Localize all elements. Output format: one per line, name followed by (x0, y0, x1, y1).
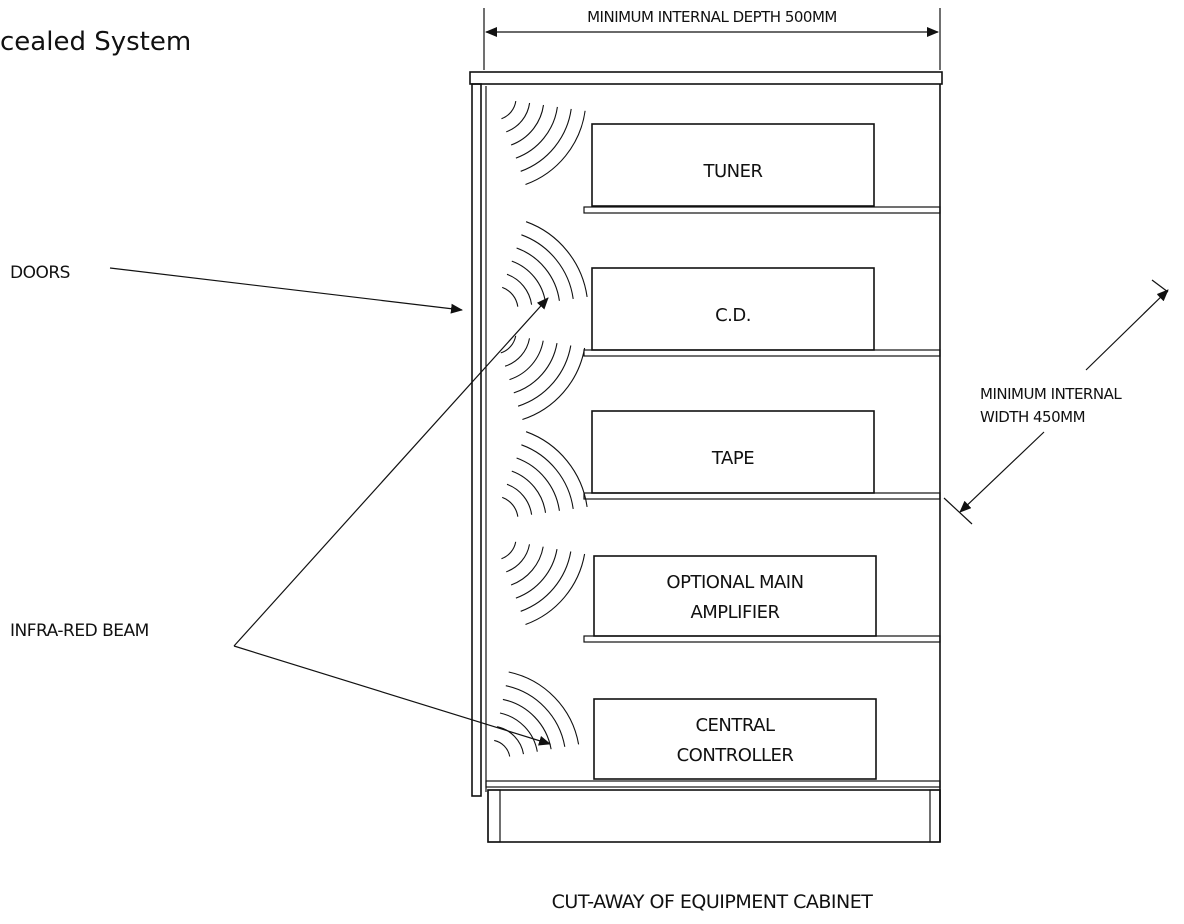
beam-arc (506, 483, 533, 515)
beam-arc (520, 108, 572, 172)
width-dimension: MINIMUM INTERNAL WIDTH 450MM (943, 279, 1169, 525)
beam-arc (516, 247, 560, 301)
width-label-line2: WIDTH 450MM (980, 408, 1085, 426)
beam-arc (506, 102, 531, 133)
beam-pointer-upper (233, 297, 549, 647)
cabinet-door-panel (471, 83, 482, 797)
diagram-caption: CUT-AWAY OF EQUIPMENT CABINET (552, 891, 874, 913)
beam-arc (505, 685, 566, 747)
beam-arc (525, 431, 588, 507)
beam-arc (501, 101, 517, 120)
beam-arc (506, 544, 531, 573)
beam-amplifier-up (501, 431, 588, 517)
beam-arc (496, 726, 525, 755)
depth-label: MINIMUM INTERNAL DEPTH 500MM (587, 8, 837, 26)
cabinet-plinth (487, 789, 941, 843)
cabinet-top-panel (469, 71, 943, 85)
beam-arc (525, 110, 586, 186)
shelf-1 (583, 206, 941, 214)
beam-controller (494, 671, 580, 757)
plinth-left-post (487, 789, 501, 843)
width-label-line1: MINIMUM INTERNAL (980, 385, 1122, 403)
beam-arc (510, 104, 545, 146)
depth-dimension: MINIMUM INTERNAL DEPTH 500MM (483, 8, 941, 70)
unit-cd: C.D. (591, 267, 875, 351)
beam-arc (511, 260, 547, 303)
beam-tape (500, 335, 586, 421)
beam-arc (522, 347, 586, 421)
beam-arc (511, 470, 547, 513)
infra-red-beam-label: INFRA-RED BEAM (10, 621, 149, 641)
beam-arc (494, 739, 511, 757)
beam-arc (525, 553, 586, 626)
shelf-3 (583, 492, 941, 500)
doors-callout: DOORS (10, 263, 463, 314)
svg-text:OPTIONAL MAIN: OPTIONAL MAIN (666, 572, 803, 593)
beam-arc (515, 106, 558, 159)
beam-arc (516, 457, 560, 511)
beam-pointer-lower (233, 645, 551, 746)
doors-pointer-arrow (109, 267, 463, 314)
svg-text:CONTROLLER: CONTROLLER (677, 745, 794, 766)
beam-arc (509, 340, 544, 381)
beam-arc (525, 221, 588, 297)
beam-arc (521, 444, 574, 509)
svg-text:TAPE: TAPE (711, 448, 754, 469)
unit-tuner: TUNER (591, 123, 875, 207)
infra-red-beams (494, 101, 588, 757)
width-arrow-lower (959, 431, 1045, 513)
doors-label: DOORS (10, 263, 70, 283)
beam-arc (520, 551, 572, 612)
unit-tape: TAPE (591, 410, 875, 494)
beam-arc (517, 345, 572, 407)
unit-amplifier: OPTIONAL MAIN AMPLIFIER (593, 555, 877, 637)
svg-text:AMPLIFIER: AMPLIFIER (690, 602, 779, 623)
beam-arc (501, 541, 517, 560)
beam-amplifier (501, 541, 586, 626)
infra-red-beam-callout: INFRA-RED BEAM (10, 297, 551, 746)
shelf-4 (583, 635, 941, 643)
beam-arc (499, 712, 538, 752)
width-tick-top (1151, 279, 1169, 293)
beam-arc (504, 338, 531, 367)
beam-arc (508, 671, 580, 745)
svg-text:CENTRAL: CENTRAL (695, 715, 774, 736)
unit-central-controller: CENTRAL CONTROLLER (593, 698, 877, 780)
width-tick-bottom (943, 497, 973, 525)
plinth-right-post (929, 789, 941, 843)
beam-arc (501, 286, 519, 307)
width-arrow-upper (1085, 289, 1169, 371)
beam-arc (521, 234, 574, 299)
beam-tuner (501, 101, 586, 186)
beam-arc (510, 546, 544, 586)
beam-arc (501, 496, 519, 517)
shelf-5 (485, 780, 941, 788)
page-title: cealed System (0, 27, 191, 57)
beam-arc (506, 273, 533, 305)
beam-cd (501, 221, 588, 307)
beam-arc (515, 549, 558, 599)
svg-text:TUNER: TUNER (702, 161, 762, 182)
svg-text:C.D.: C.D. (715, 305, 751, 326)
beam-arc (500, 335, 517, 354)
beam-arc (513, 343, 558, 394)
shelf-2 (583, 349, 941, 357)
